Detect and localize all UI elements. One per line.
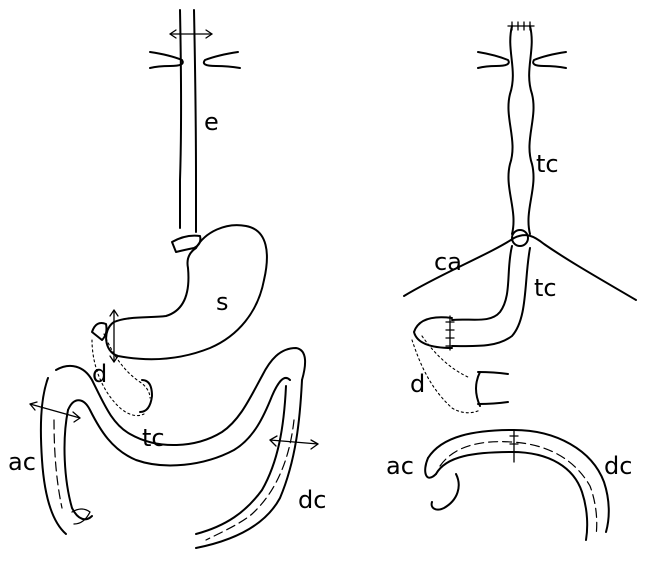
label-esophagus: e xyxy=(204,108,219,136)
interposed-colon-upper xyxy=(508,22,534,234)
left-panel: e s d tc ac dc xyxy=(8,10,326,548)
reconstructed-colon xyxy=(425,430,609,540)
stomach xyxy=(106,225,267,359)
esophagus xyxy=(180,10,196,232)
label-transverse-colon-lower: tc xyxy=(534,274,557,302)
label-transverse-colon-upper: tc xyxy=(536,150,559,178)
hiatus-ring xyxy=(172,236,200,252)
label-descending-colon: dc xyxy=(298,486,326,514)
resection-arrow-ascending xyxy=(30,402,80,422)
label-duodenum-right: d xyxy=(410,370,425,398)
label-cardia: ca xyxy=(434,248,462,276)
label-ascending-colon-right: ac xyxy=(386,452,414,480)
descending-colon xyxy=(196,380,302,548)
duodenum-stump xyxy=(412,336,508,413)
label-duodenum: d xyxy=(92,360,107,388)
terminal-ileum xyxy=(432,474,459,510)
right-panel: tc ca tc d ac dc xyxy=(386,22,636,540)
label-stomach: s xyxy=(216,288,229,316)
label-descending-colon-right: dc xyxy=(604,452,632,480)
resection-arrow-pylorus xyxy=(110,310,118,362)
resection-arrow-esophagus xyxy=(170,30,212,38)
diaphragm-right xyxy=(478,52,566,68)
label-ascending-colon: ac xyxy=(8,448,36,476)
label-transverse-colon: tc xyxy=(142,424,165,452)
